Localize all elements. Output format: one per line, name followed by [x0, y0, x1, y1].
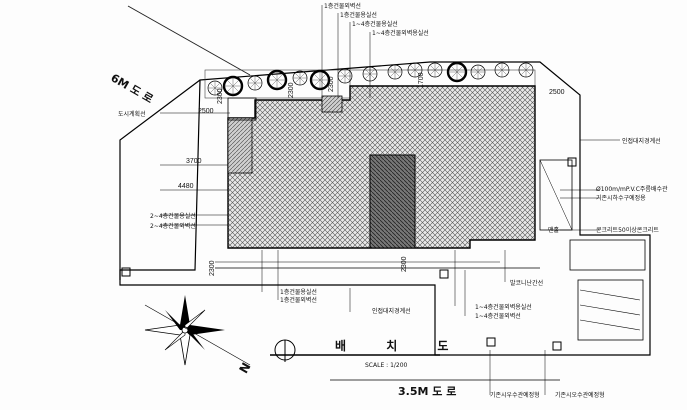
drawing-title: 배 치 도 — [335, 338, 466, 353]
manhole-1 — [439, 269, 449, 279]
drawing-scale: SCALE : 1/200 — [365, 362, 408, 369]
north-road-edge — [127, 5, 251, 76]
label-left-3: 2~4층건물외벽선 — [150, 222, 196, 230]
site-boundary-west — [119, 79, 201, 280]
stair-area — [227, 117, 253, 174]
label-bottom-4: 1~4층건물외벽용실선 — [475, 303, 532, 311]
tree-branch-icon — [408, 63, 422, 77]
label-sink-2: 기존시오수관예정형 — [555, 391, 605, 399]
manhole-4 — [567, 157, 577, 167]
north-arrow-icon — [144, 295, 225, 366]
label-bottom-3: 인접대지경계선 — [372, 307, 411, 315]
label-bottom-1: 1층건물용실선 — [280, 288, 317, 296]
dim-2300-top: 2300 — [328, 76, 335, 92]
label-balcony: 발코니난간선 — [510, 279, 543, 287]
tree-branch-icon — [293, 71, 307, 85]
parking-stripes — [579, 289, 641, 331]
tree-branch-icon — [519, 63, 533, 77]
compass-label: N — [236, 360, 253, 376]
dim-2300-mid: 2300 — [401, 256, 408, 272]
manhole-3 — [552, 341, 562, 351]
label-right-1: 인접대지경계선 — [622, 137, 661, 145]
tree-branch-icon — [248, 76, 262, 90]
tree-branch-icon — [208, 81, 222, 95]
tree-branch-icon — [268, 71, 286, 89]
upper-box-2 — [321, 95, 343, 113]
label-right-3: 기존시하수구예정용 — [596, 194, 646, 202]
label-top-4: 1~4층건물외벽용실선 — [372, 29, 429, 37]
leader-bottom — [261, 250, 546, 395]
label-top-2: 1층건물용실선 — [340, 11, 377, 19]
south-road-label: 3.5M 도 로 — [398, 385, 456, 398]
tree-branch-icon — [311, 71, 329, 89]
label-left-1: 도시계획선 — [118, 110, 146, 118]
leader-left — [160, 112, 230, 226]
dim-2500-right: 2500 — [549, 89, 565, 96]
label-sink-1: 기존시우수관예정형 — [490, 391, 540, 399]
parking-upper — [569, 239, 646, 271]
dim-2300-b: 2300 — [288, 82, 295, 98]
dim-3700: 3700 — [186, 158, 202, 165]
leader-right — [560, 139, 620, 231]
label-bottom-2: 1층건물외벽선 — [280, 296, 317, 304]
manhole-5 — [121, 267, 131, 277]
tree-branch-icon — [224, 77, 242, 95]
leader-top — [321, 5, 371, 98]
tree-branch-icon — [448, 63, 466, 81]
label-bottom-5: 1~4층건물외벽선 — [475, 312, 521, 320]
label-right-2: Ø100m/mP.V.C주름배수관 — [596, 185, 668, 193]
dim-2500-left: 2500 — [198, 108, 214, 115]
upper-box-1 — [227, 97, 257, 121]
label-top-1: 1층건물외벽선 — [324, 2, 361, 10]
dim-2300-a: 2300 — [217, 88, 224, 104]
label-top-3: 1~4층건물용실선 — [352, 20, 398, 28]
label-right-4: 콘크리트50이상콘크리트 — [596, 226, 659, 234]
compass-axis — [144, 304, 251, 366]
manhole-2 — [486, 337, 496, 347]
tree-branch-icon — [428, 63, 442, 77]
tree-branch-icon — [471, 65, 485, 79]
site-boundary — [119, 61, 651, 356]
tree-branch-icon — [495, 63, 509, 77]
dim-1700: 1700 — [418, 72, 425, 88]
label-drain: 맨홀 — [548, 226, 560, 234]
tree-branch-icon — [388, 65, 402, 79]
dim-4480: 4480 — [178, 183, 194, 190]
north-road-label: 6M 도 로 — [109, 71, 156, 106]
tree-branch-icon — [338, 69, 352, 83]
core-area — [369, 154, 416, 249]
label-left-2: 2~4층건물용실선 — [150, 212, 196, 220]
septic-diagonal — [539, 159, 573, 231]
dim-2300-c: 2300 — [209, 260, 216, 276]
parking-lower — [577, 279, 644, 341]
septic-box — [539, 159, 573, 231]
